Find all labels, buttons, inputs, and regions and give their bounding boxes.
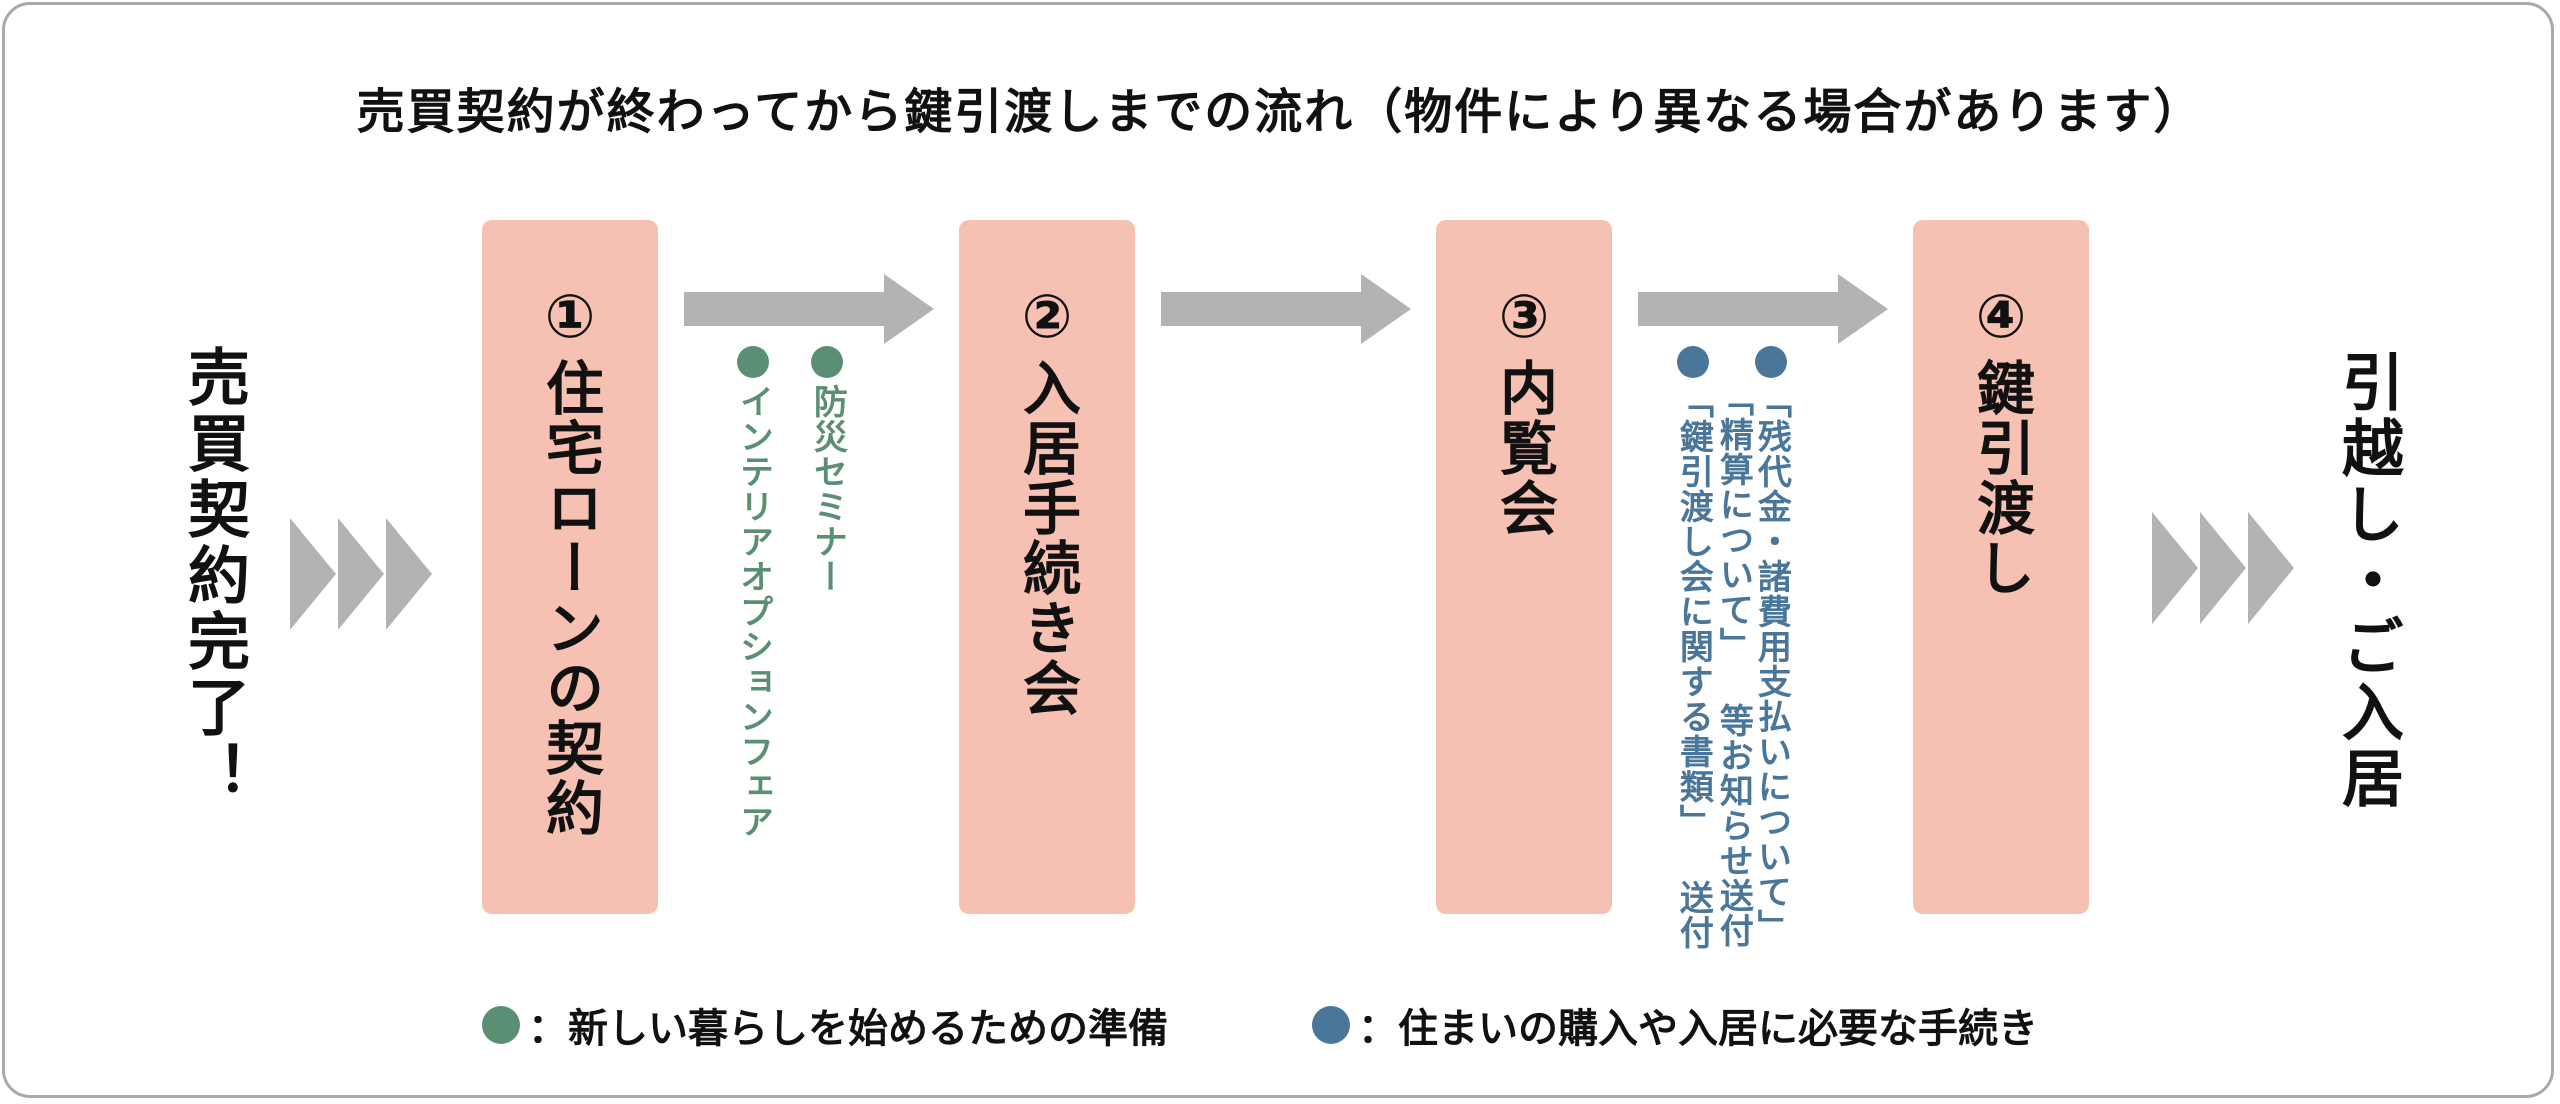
note-payment-notice: 「残代金・諸費用支払いについて」 — [1751, 346, 1791, 944]
chevron-right-icon — [290, 518, 336, 630]
legend-blue: ：住まいの購入や入居に必要な手続き — [1312, 996, 2038, 1054]
end-label: 引越し・ご入居 — [2331, 350, 2404, 812]
step-label: 鍵引渡し — [1967, 358, 2035, 598]
green-dot-icon — [482, 1006, 520, 1044]
blue-dot-icon — [1677, 346, 1710, 378]
step-number: ① — [544, 282, 596, 352]
blue-dot-icon — [1312, 1006, 1350, 1044]
step-number: ④ — [1975, 282, 2027, 352]
note-payment-notice-line2: 「精算について」 等お知らせ送付 — [1713, 382, 1754, 948]
step-1-box: ① 住宅ローンの契約 — [482, 220, 658, 914]
note-interior-option-fair: インテリアオプションフェア — [733, 346, 773, 839]
chevron-right-icon — [386, 518, 432, 630]
chevron-right-icon — [2200, 512, 2246, 624]
step-number: ② — [1021, 282, 1073, 352]
chevron-right-icon — [2152, 512, 2198, 624]
chevron-right-icon — [2248, 512, 2294, 624]
blue-dot-icon — [1755, 346, 1788, 378]
step-3-box: ③ 内覧会 — [1436, 220, 1612, 914]
step-label: 入居手続き会 — [1013, 358, 1081, 718]
arrow-right-icon — [1161, 274, 1411, 344]
start-label: 売買契約完了！ — [177, 345, 250, 807]
note-key-handover-documents: 「鍵引渡し会に関する書類」 送付 — [1673, 346, 1713, 950]
legend-text: ：新しい暮らしを始めるための準備 — [528, 1006, 1168, 1052]
step-label: 内覧会 — [1490, 358, 1558, 538]
step-label: 住宅ローンの契約 — [536, 358, 604, 838]
step-2-box: ② 入居手続き会 — [959, 220, 1135, 914]
legend-text: ：住まいの購入や入居に必要な手続き — [1358, 1006, 2038, 1052]
page-title: 売買契約が終わってから鍵引渡しまでの流れ（物件により異なる場合があります） — [356, 84, 2204, 140]
arrow-right-icon — [684, 274, 934, 344]
step-number: ③ — [1498, 282, 1550, 352]
chevron-right-icon — [338, 518, 384, 630]
step-4-box: ④ 鍵引渡し — [1913, 220, 2089, 914]
arrow-right-icon — [1638, 274, 1888, 344]
green-dot-icon — [737, 346, 770, 378]
green-dot-icon — [811, 346, 844, 378]
note-bousai-seminar: 防災セミナー — [807, 346, 847, 594]
legend-green: ：新しい暮らしを始めるための準備 — [482, 996, 1168, 1054]
